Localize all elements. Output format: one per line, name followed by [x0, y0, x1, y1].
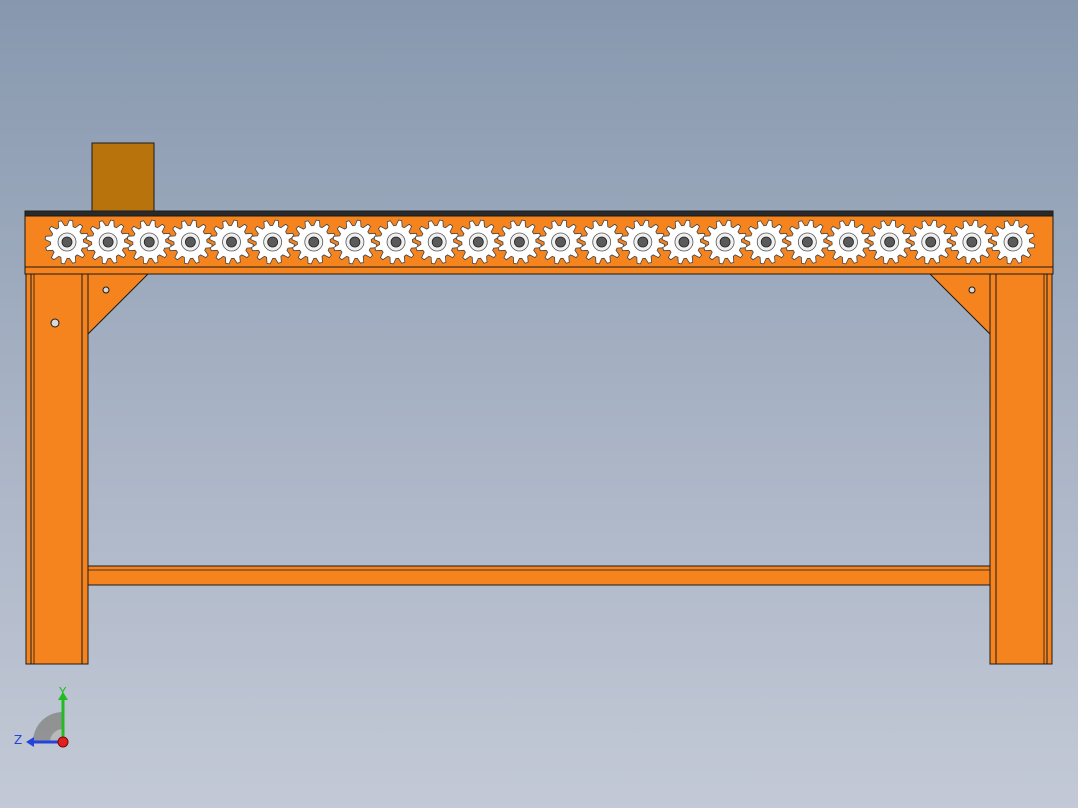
left-gusset[interactable] [87, 273, 150, 336]
roller-axle [843, 236, 854, 248]
roller-axle [472, 236, 484, 248]
left-gusset-hole [102, 286, 110, 294]
roller-axle [637, 236, 649, 248]
motor-box[interactable] [91, 142, 155, 213]
top-rail-cap[interactable] [24, 210, 1054, 217]
roller-group [44, 219, 1036, 265]
roller-axle [349, 236, 361, 248]
right-gusset[interactable] [928, 273, 991, 336]
roller-axle [61, 236, 73, 248]
roller-axle [431, 236, 443, 248]
right-leg[interactable] [989, 273, 1053, 665]
top-rail-bottom-flange[interactable] [24, 266, 1054, 275]
roller-axle [308, 236, 320, 248]
coordinate-triad[interactable]: Y Z [10, 684, 80, 754]
z-axis-arrow-icon [26, 737, 34, 747]
roller-axle [390, 236, 402, 248]
y-axis-arrow-icon [58, 692, 68, 700]
roller-axle [555, 236, 566, 248]
roller-axle [514, 236, 525, 248]
roller-axle [801, 236, 813, 248]
roller-axle [925, 236, 937, 248]
lower-crossbar[interactable] [87, 565, 991, 586]
roller-axle [267, 236, 279, 248]
roller-axle [966, 236, 978, 248]
roller-axle [719, 236, 731, 248]
y-axis-label: Y [58, 685, 67, 699]
roller-axle [226, 236, 237, 248]
roller-axle [760, 236, 772, 248]
roller-axle [678, 236, 690, 248]
x-axis-dot-icon [57, 736, 69, 748]
roller-axle [184, 236, 196, 248]
roller-axle [143, 236, 155, 248]
right-gusset-hole [968, 286, 976, 294]
roller-axle [596, 236, 608, 248]
left-leg[interactable] [25, 273, 89, 665]
left-leg-hole [50, 318, 60, 328]
roller-axle [884, 236, 896, 248]
z-axis-label: Z [14, 733, 22, 747]
roller-axle [1007, 236, 1019, 248]
roller-axle [102, 236, 114, 248]
